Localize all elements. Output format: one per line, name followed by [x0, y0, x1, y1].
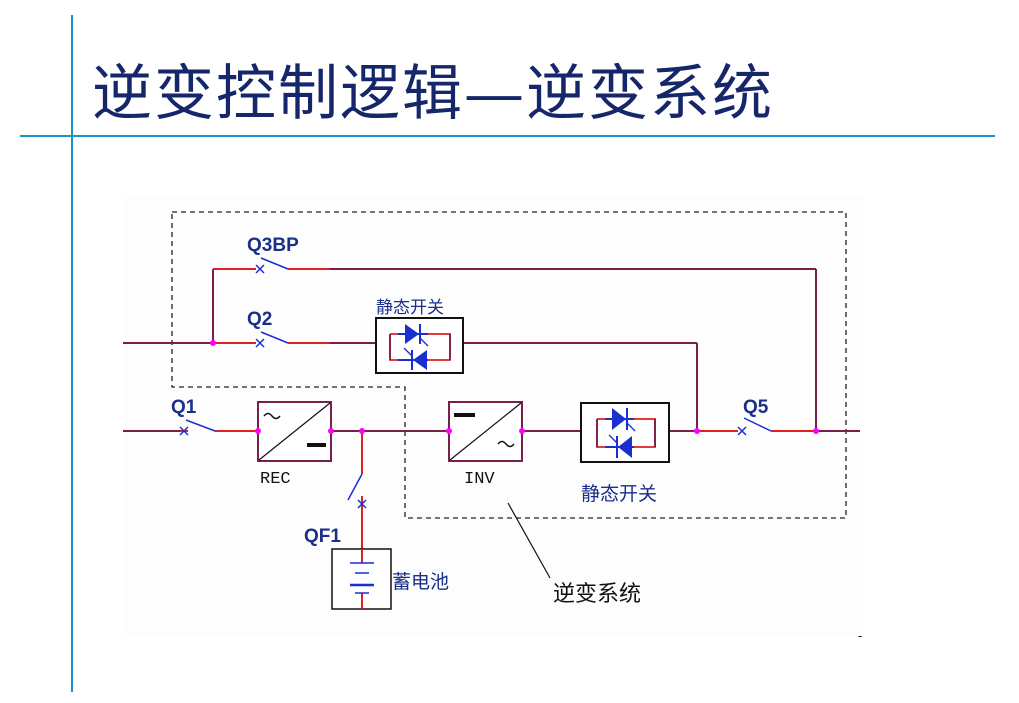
callout-leader-line — [507, 502, 551, 579]
switch-q1 — [179, 419, 216, 436]
footer-mark: - — [858, 629, 862, 643]
switch-q2 — [255, 331, 289, 348]
label-inv: INV — [464, 470, 495, 489]
slide-title: 逆变控制逻辑—逆变系统 — [92, 59, 774, 129]
junction-dot — [813, 428, 819, 434]
junction-dot — [519, 428, 525, 434]
bypass-line — [212, 268, 817, 431]
label-q2: Q2 — [247, 309, 272, 330]
switch-q5 — [737, 417, 772, 436]
label-q5: Q5 — [743, 397, 769, 418]
battery-block — [331, 548, 392, 610]
junction-dot — [210, 340, 216, 346]
static-switch-inverter — [580, 402, 670, 463]
label-static-switch-bypass: 静态开关 — [376, 298, 444, 318]
label-qf1: QF1 — [304, 526, 341, 547]
switch-q3bp — [255, 257, 289, 274]
slide-vertical-rule — [71, 15, 73, 692]
slide-horizontal-rule — [20, 135, 995, 137]
switch-qf1 — [347, 473, 367, 509]
rectifier-block — [257, 401, 332, 462]
junction-dot — [255, 428, 261, 434]
inverter-block — [448, 401, 523, 462]
junction-dot — [328, 428, 334, 434]
static-switch-bypass — [375, 317, 464, 374]
junction-dots — [210, 340, 819, 434]
label-q3bp: Q3BP — [247, 235, 299, 256]
bypass-input-line — [123, 342, 698, 431]
inverter-system-boundary — [171, 211, 847, 519]
label-static-switch-inverter: 静态开关 — [581, 483, 657, 505]
junction-dot — [446, 428, 452, 434]
label-rec: REC — [260, 470, 291, 489]
junction-dot — [694, 428, 700, 434]
callout-inverter-system: 逆变系统 — [553, 582, 641, 607]
label-q1: Q1 — [171, 397, 197, 418]
junction-dot — [359, 428, 365, 434]
label-battery: 蓄电池 — [392, 571, 449, 593]
